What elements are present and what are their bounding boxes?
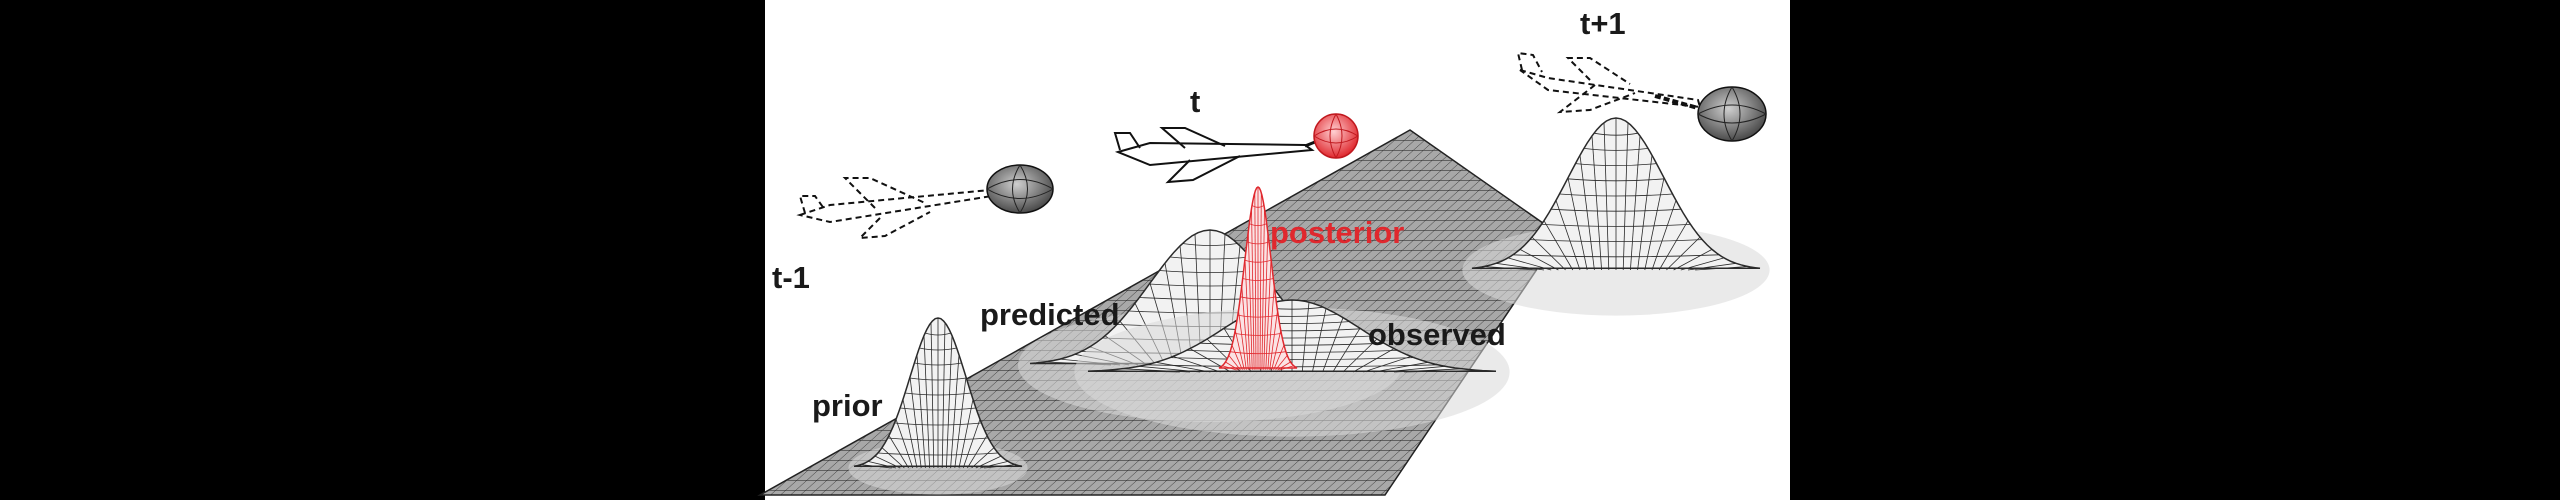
aircraft-body-icon bbox=[1519, 69, 1702, 109]
posterior-distribution-peak bbox=[1218, 186, 1298, 371]
aircraft-body-icon bbox=[1114, 141, 1315, 167]
aircraft-t-minus-1 bbox=[796, 177, 1001, 240]
aircraft-wing-icon bbox=[842, 177, 926, 209]
prior-distribution-peak bbox=[848, 317, 1028, 495]
label-prior: prior bbox=[812, 388, 883, 423]
trajectory-line bbox=[1304, 140, 1316, 148]
gaussian-peaks bbox=[848, 117, 1770, 495]
label-t-minus-1: t-1 bbox=[772, 260, 810, 295]
label-predicted: predicted bbox=[980, 297, 1120, 332]
label-t: t bbox=[1190, 84, 1200, 119]
aircraft-tail-icon bbox=[798, 195, 826, 214]
aircraft-wing-icon bbox=[1565, 57, 1631, 85]
aircraft-wing-icon bbox=[1165, 155, 1241, 184]
label-observed: observed bbox=[1368, 317, 1506, 352]
uncertainty-ellipsoid-t-plus-1 bbox=[1697, 86, 1767, 142]
label-posterior: posterior bbox=[1270, 215, 1404, 250]
future-distribution-peak bbox=[1462, 117, 1770, 316]
aircraft-wing-icon bbox=[857, 211, 931, 240]
uncertainty-ellipsoid-t-minus-1 bbox=[986, 164, 1054, 214]
observed-distribution-peak bbox=[1074, 299, 1510, 437]
label-t-plus-1: t+1 bbox=[1580, 6, 1626, 41]
aircraft-tail-icon bbox=[1113, 132, 1141, 151]
aircraft-wing-icon bbox=[1556, 84, 1636, 114]
aircraft-wing-icon bbox=[1159, 127, 1226, 149]
uncertainty-ellipsoid-t bbox=[1313, 113, 1359, 159]
aircraft-tail-icon bbox=[1516, 51, 1543, 73]
aircraft-t-plus-1 bbox=[1516, 51, 1702, 114]
aircraft-t bbox=[1113, 127, 1315, 184]
